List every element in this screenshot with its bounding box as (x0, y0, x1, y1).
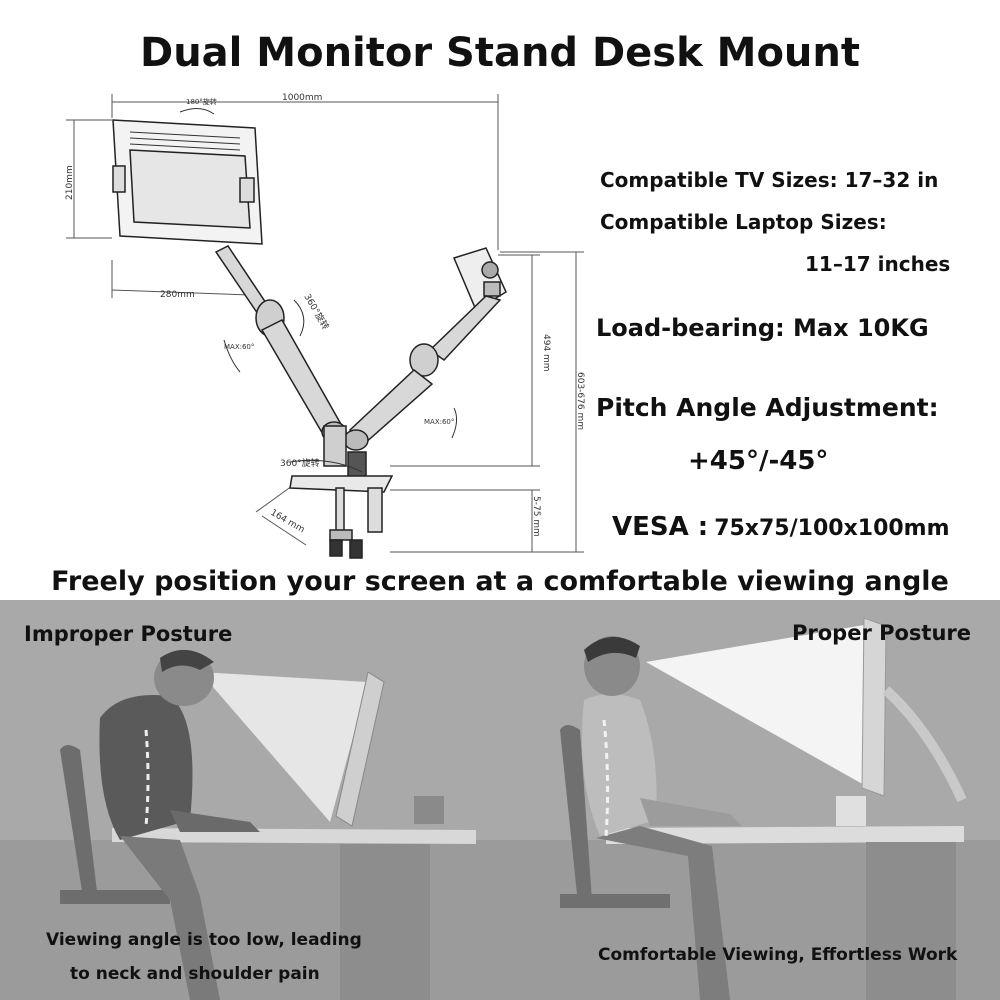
proper-caption: Comfortable Viewing, Effortless Work (598, 945, 958, 965)
spec-load-bearing: Load-bearing: Max 10KG (596, 314, 929, 342)
dim-arm-length: 280mm (160, 290, 195, 300)
spec-laptop-sizes-line1: Compatible Laptop Sizes: (600, 210, 887, 234)
dim-rotate-180: 180°旋转 (186, 97, 217, 106)
dim-clamp-range: 5-75 mm (531, 496, 541, 537)
proper-posture-label: Proper Posture (792, 621, 972, 645)
dim-tray-height: 210mm (65, 165, 75, 200)
spec-vesa-value: 75x75/100x100mm (714, 516, 950, 541)
spec-vesa: VESA :75x75/100x100mm (612, 512, 950, 542)
improper-caption-line1: Viewing angle is too low, leading (46, 930, 362, 950)
dim-height-total: 603-676 mm (575, 372, 585, 430)
dim-max-60-a: MAX:60° (224, 343, 254, 351)
spec-pitch-line2: +45°/-45° (688, 446, 829, 476)
mount-diagram: 1000mm 180°旋转 210mm 280mm 360°旋转 MAX:60°… (65, 93, 585, 559)
page-title: Dual Monitor Stand Desk Mount (139, 30, 861, 76)
improper-posture-label: Improper Posture (24, 622, 233, 646)
tagline: Freely position your screen at a comfort… (51, 566, 949, 597)
posture-scene (0, 600, 1000, 1000)
dim-rotate-360-a: 360°旋转 (301, 292, 331, 332)
spec-pitch-line1: Pitch Angle Adjustment: (596, 393, 939, 422)
dim-width: 1000mm (282, 93, 322, 103)
posture-illustration (0, 600, 1000, 1000)
spec-laptop-sizes-line2: 11–17 inches (805, 252, 951, 276)
spec-tv-sizes: Compatible TV Sizes: 17–32 in (600, 168, 939, 192)
dim-base-depth: 164 mm (269, 508, 307, 535)
improper-caption-line2: to neck and shoulder pain (70, 964, 320, 984)
dim-max-60-b: MAX:60° (424, 418, 454, 426)
spec-vesa-label: VESA : (612, 512, 709, 542)
dim-rotate-360-b: 360°旋转 (280, 457, 320, 469)
dim-height-494: 494 mm (541, 334, 551, 372)
